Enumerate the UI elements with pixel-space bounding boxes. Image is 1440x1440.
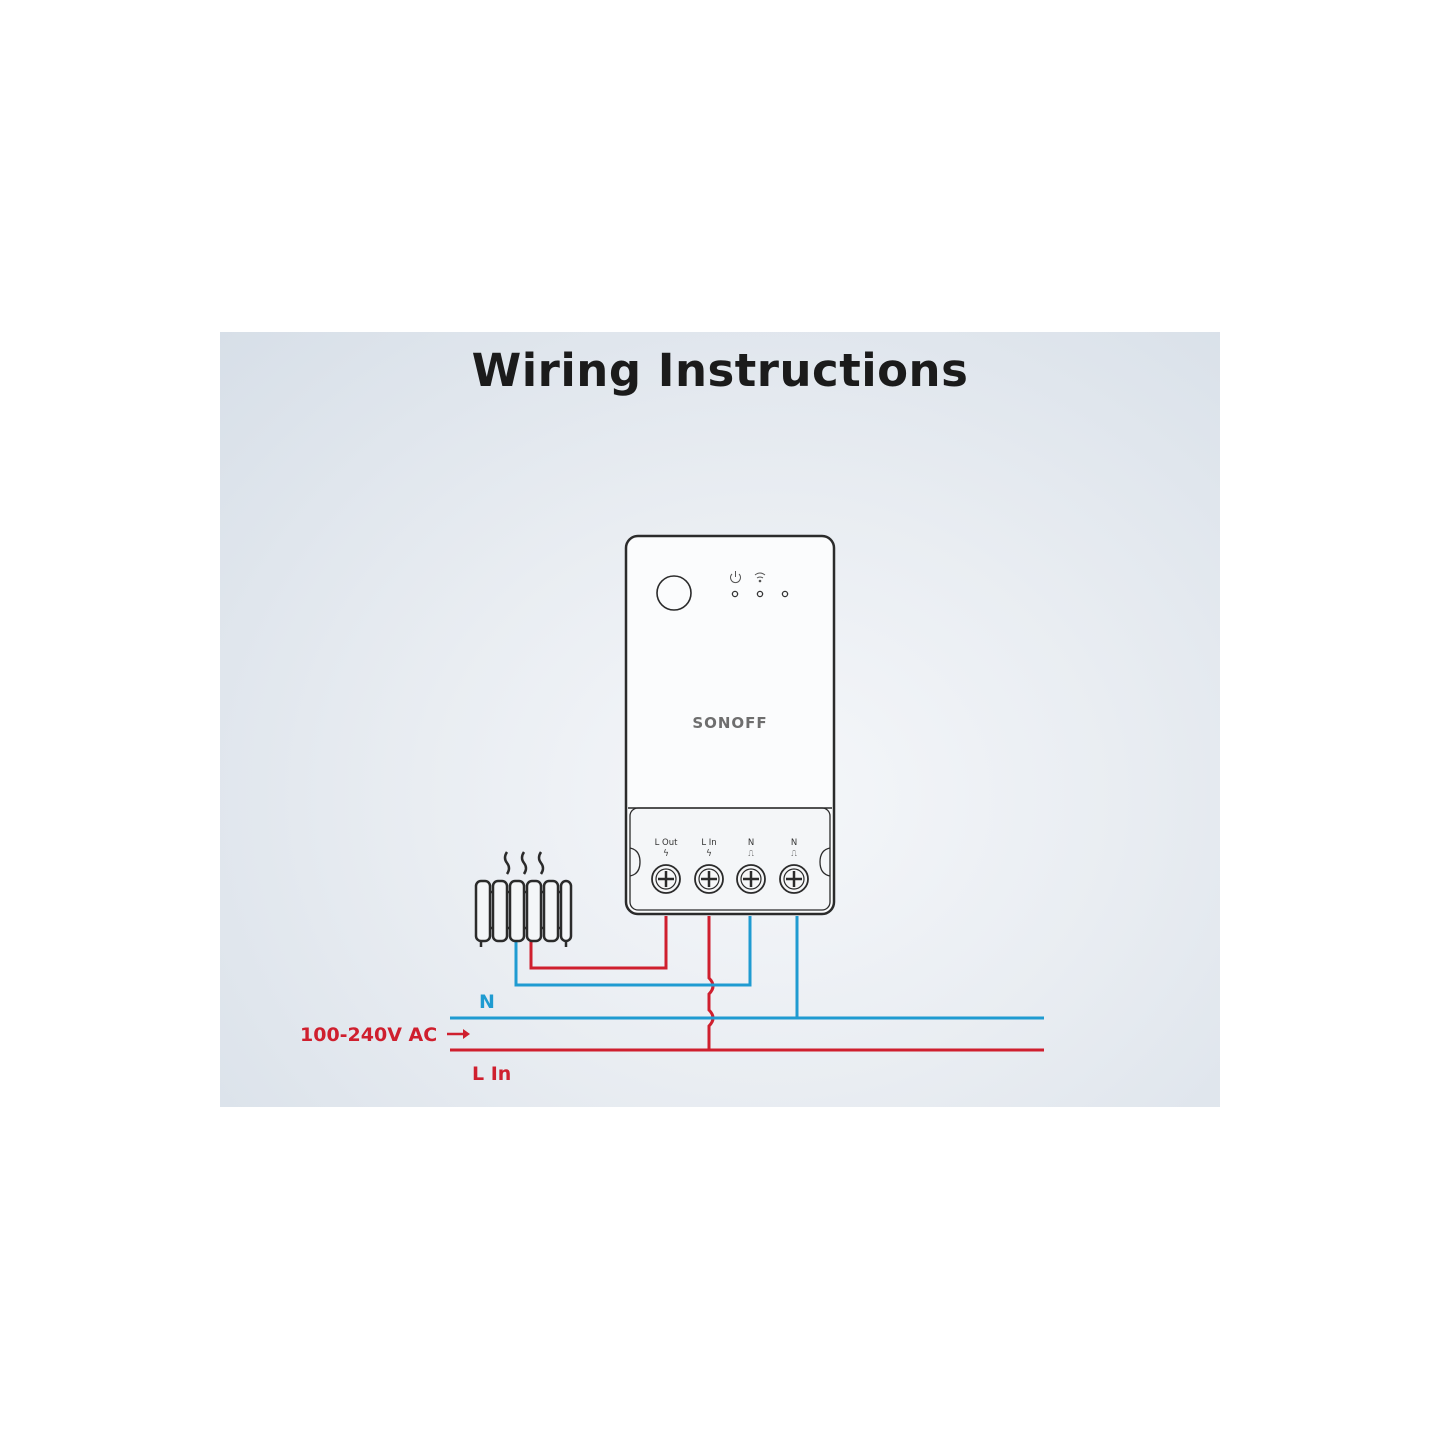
terminal-label-l-in: L In: [701, 838, 716, 848]
terminal-label-n1: N: [748, 838, 754, 848]
sonoff-device: SONOFF L Out L In N N ϟ ϟ ⎍ ⎍: [624, 534, 836, 916]
led-indicator: [781, 590, 789, 598]
power-icon: [730, 571, 741, 583]
live-wires: [450, 916, 1044, 1052]
heater-icon: [474, 851, 573, 947]
screw-terminal-icon: [651, 864, 681, 894]
brand-logo: SONOFF: [692, 714, 767, 732]
terminal-label-n2: N: [791, 838, 797, 848]
page-title: Wiring Instructions: [471, 344, 969, 397]
neutral-symbol-icon: ⎍: [748, 849, 754, 858]
voltage-label: 100-240V AC: [300, 1024, 437, 1046]
screw-terminal-icon: [736, 864, 766, 894]
neutral-wires: [450, 916, 1044, 1020]
arrow-right-icon: [447, 1029, 470, 1039]
live-symbol-icon: ϟ: [706, 849, 712, 859]
live-label: L In: [472, 1063, 511, 1085]
led-indicator: [731, 590, 739, 598]
screw-terminal-icon: [779, 864, 809, 894]
wifi-icon: [754, 572, 766, 583]
neutral-symbol-icon: ⎍: [791, 849, 797, 858]
pairing-button: [656, 575, 692, 611]
screw-terminal-icon: [694, 864, 724, 894]
screw-terminals: [651, 864, 809, 894]
terminal-label-l-out: L Out: [655, 838, 679, 848]
led-indicator: [756, 590, 764, 598]
live-symbol-icon: ϟ: [663, 849, 669, 859]
neutral-label: N: [479, 991, 495, 1013]
